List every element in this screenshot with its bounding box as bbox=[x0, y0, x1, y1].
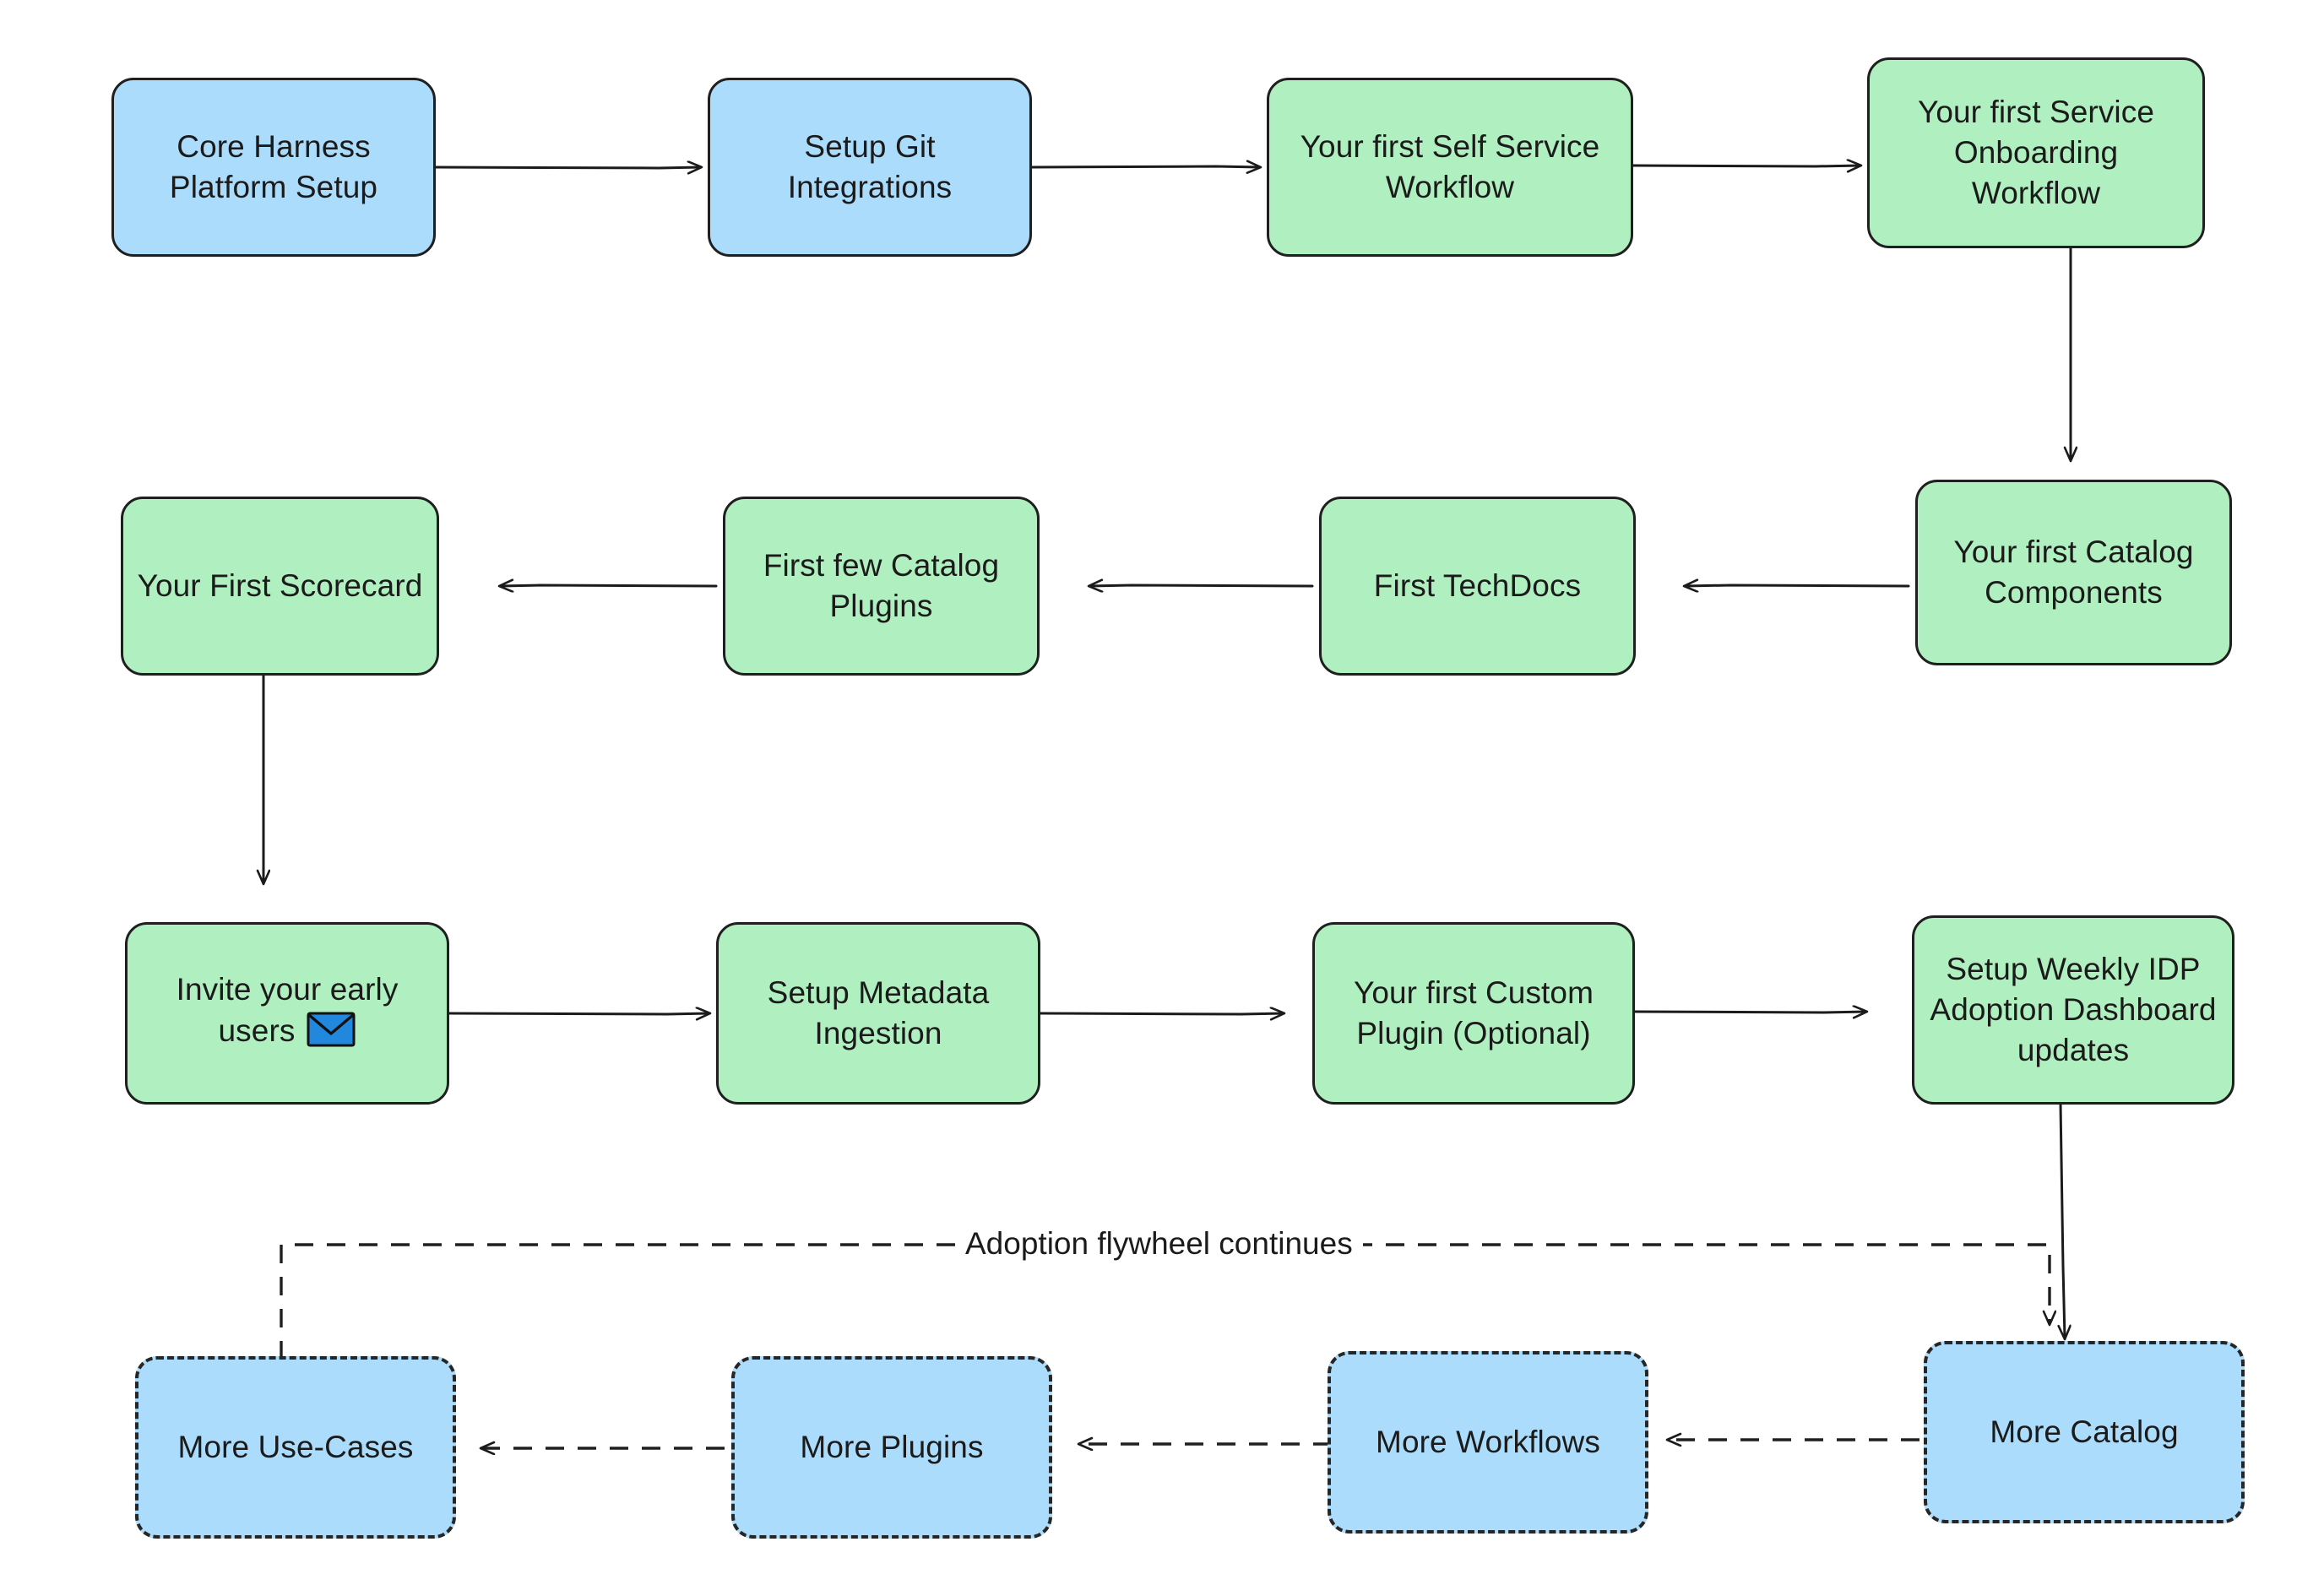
node-more-use-cases[interactable]: More Use-Cases bbox=[135, 1356, 456, 1539]
edge-techdocs-to-catalogplugins bbox=[1089, 585, 1314, 586]
node-first-techdocs[interactable]: First TechDocs bbox=[1319, 497, 1636, 676]
edge-catalogcomponents-to-techdocs bbox=[1685, 585, 1910, 586]
edge-moreusecases-flywheel-loop bbox=[280, 1243, 2050, 1360]
node-label: More Plugins bbox=[800, 1429, 984, 1464]
node-more-workflows[interactable]: More Workflows bbox=[1328, 1351, 1648, 1534]
edge-invite-to-metadata bbox=[448, 1013, 709, 1014]
edge-label-adoption-flywheel: Adoption flywheel continues bbox=[955, 1226, 1363, 1261]
node-your-first-scorecard[interactable]: Your First Scorecard bbox=[121, 497, 439, 676]
node-label: More Catalog bbox=[1990, 1414, 2179, 1449]
edge-catalogplugins-to-scorecard bbox=[500, 585, 718, 586]
node-label: More Use-Cases bbox=[177, 1429, 414, 1464]
node-more-plugins[interactable]: More Plugins bbox=[731, 1356, 1052, 1539]
envelope-icon bbox=[307, 1012, 356, 1057]
node-label: Your First Scorecard bbox=[137, 567, 423, 603]
node-more-catalog[interactable]: More Catalog bbox=[1924, 1341, 2245, 1523]
node-label: First TechDocs bbox=[1373, 567, 1582, 603]
edge-core-to-git bbox=[434, 167, 701, 168]
node-label: More Workflows bbox=[1376, 1424, 1600, 1459]
edge-metadata-to-customplugin bbox=[1039, 1013, 1284, 1014]
edge-git-to-selfservice bbox=[1030, 166, 1260, 167]
edge-weekly-to-morecatalog bbox=[2061, 1103, 2065, 1338]
